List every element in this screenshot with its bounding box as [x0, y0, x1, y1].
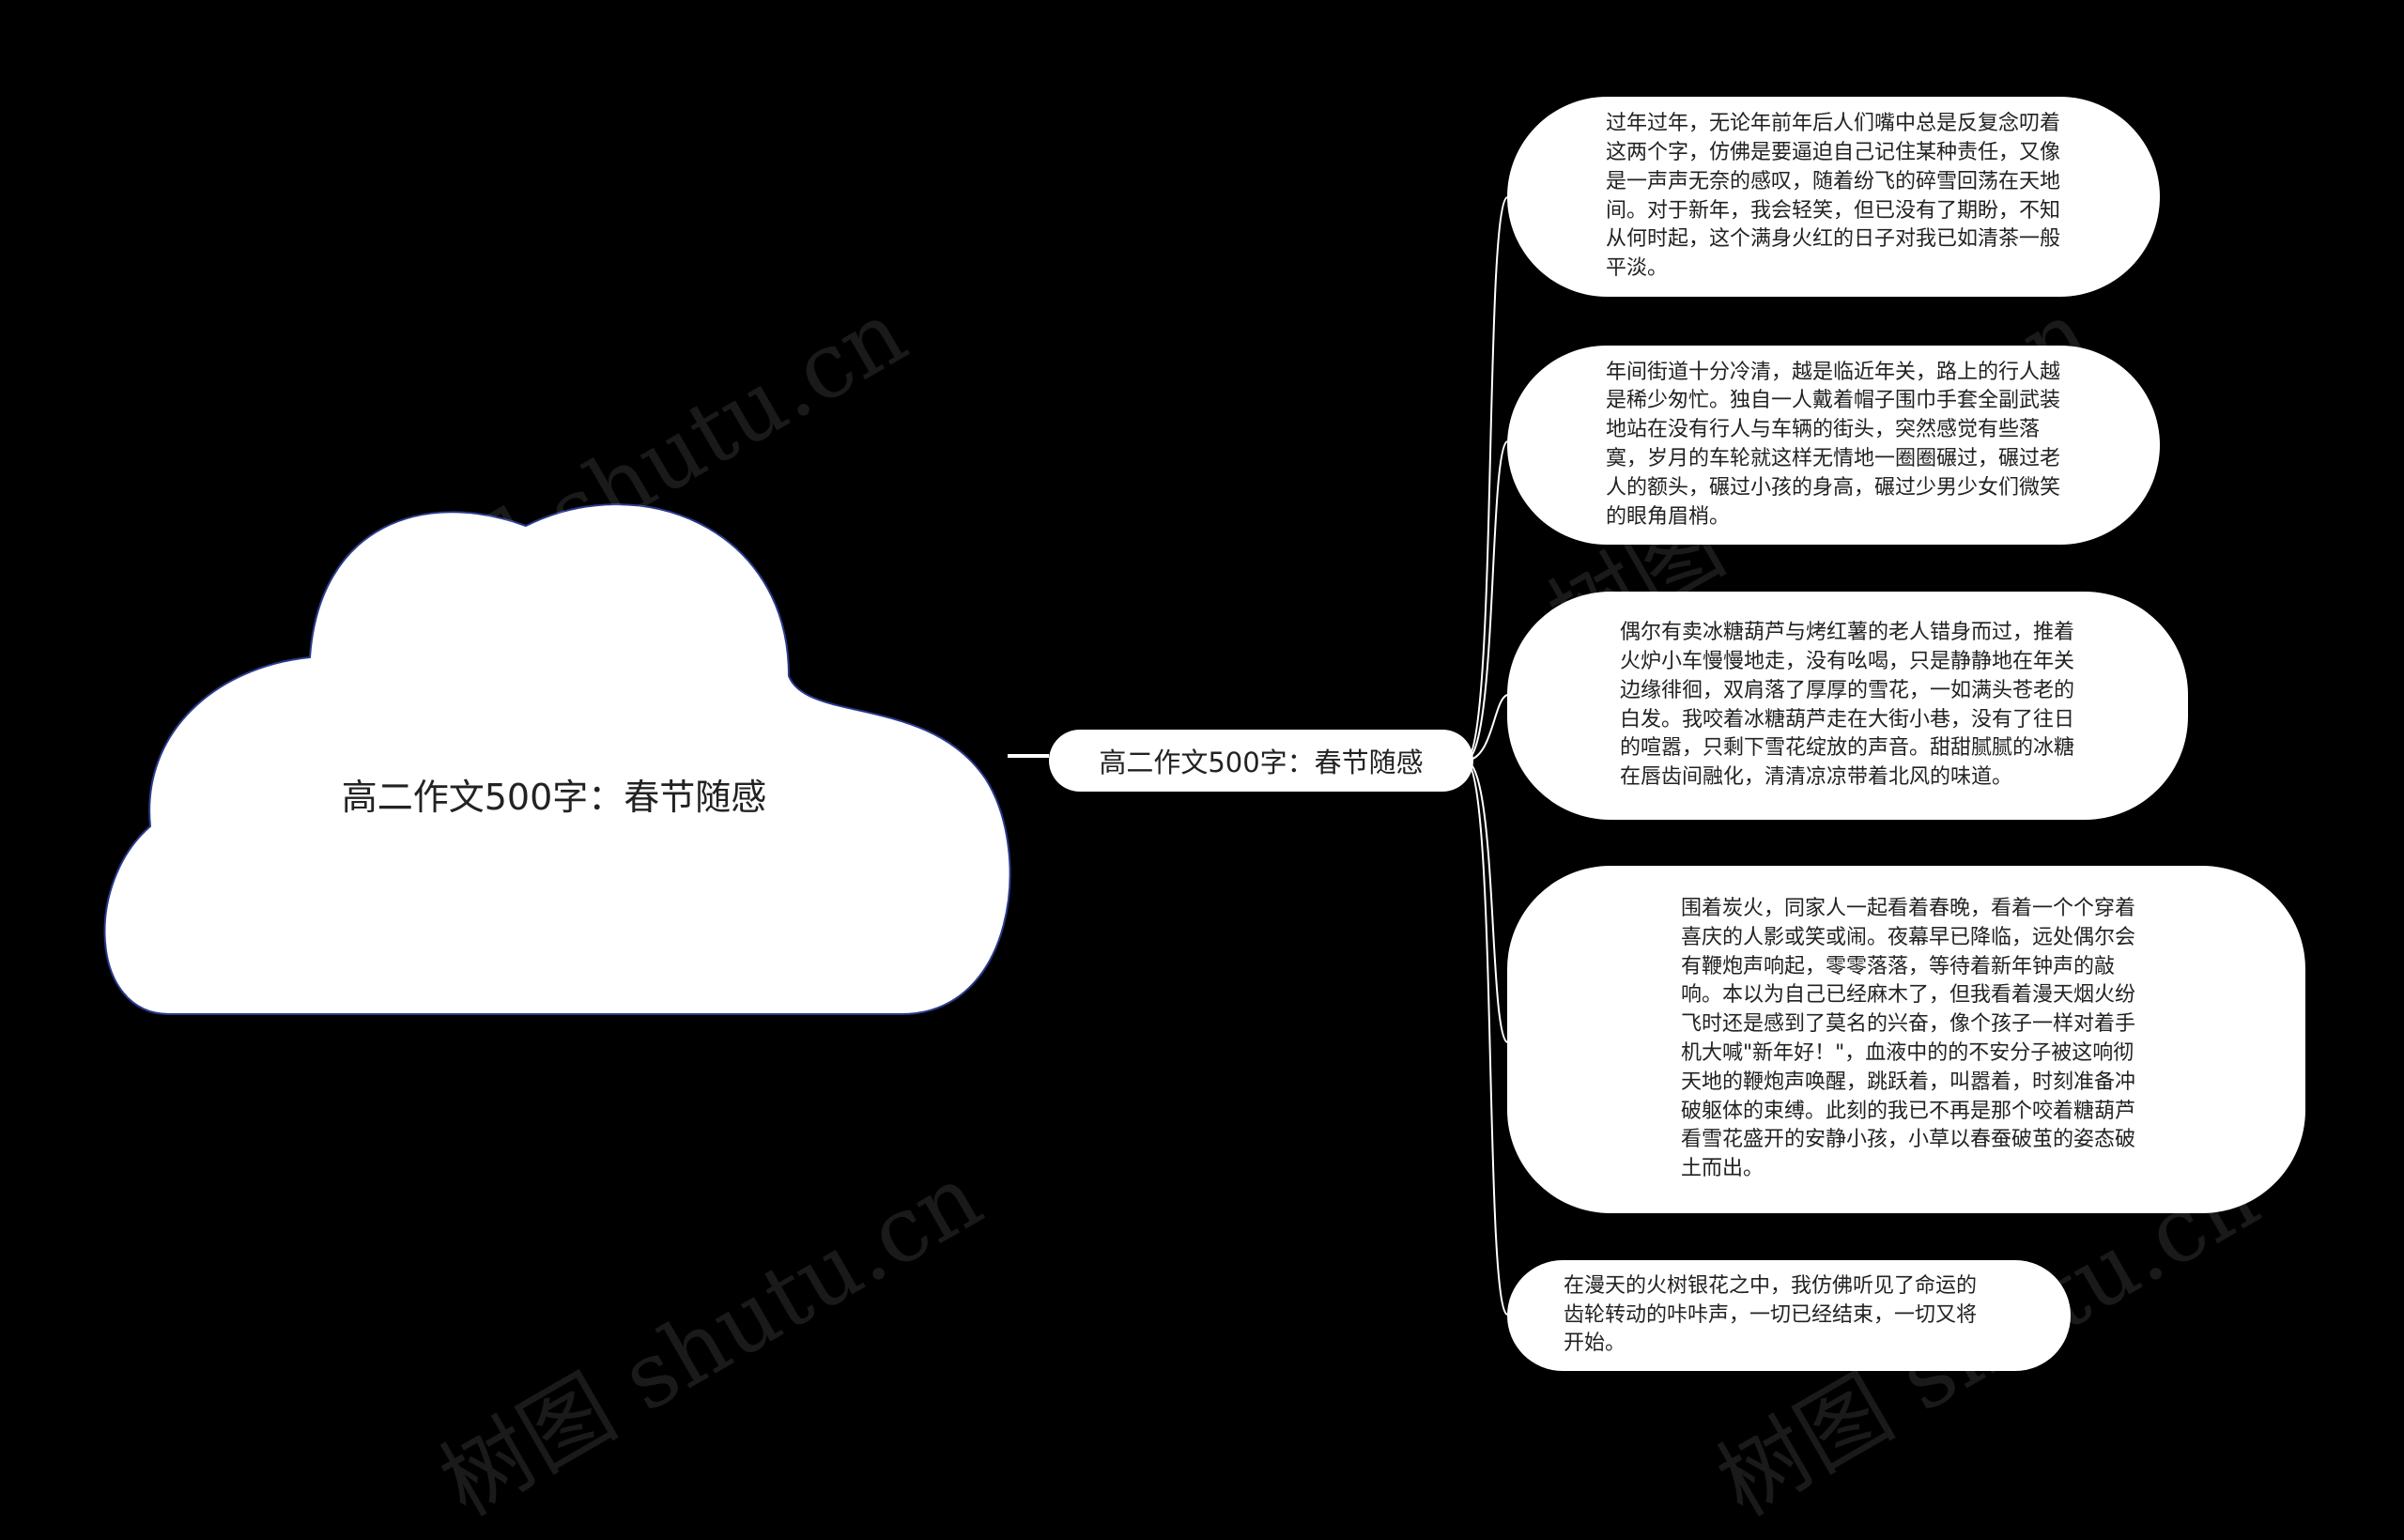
- branch-connector-4: [1464, 760, 1508, 1043]
- branch-text-4: 围着炭火，同家人一起看着春晚，看着一个个穿着喜庆的人影或笑或闹。夜幕早已降临，远…: [1681, 897, 2136, 1181]
- root-cloud[interactable]: [103, 503, 1011, 1015]
- branch-text-2: 年间街道十分冷清，越是临近年关，路上的行人越是稀少匆忙。独自一人戴着帽子围巾手套…: [1606, 360, 2061, 529]
- mindmap-canvas: [103, 196, 1508, 1316]
- branch-connector-1: [1464, 196, 1508, 762]
- branch-text-1: 过年过年，无论年前年后人们嘴中总是反复念叨着这两个字，仿佛是要逼迫自己记住某种责…: [1606, 112, 2061, 281]
- branch-connector-2: [1464, 440, 1508, 762]
- branch-connectors: [1464, 196, 1508, 1316]
- center-node[interactable]: 高二作文500字：春节随感: [1049, 730, 1473, 792]
- root-title: 高二作文500字：春节随感: [341, 777, 767, 818]
- center-node-label: 高二作文500字：春节随感: [1099, 747, 1424, 778]
- branch-node-5[interactable]: 在漫天的火树银花之中，我仿佛听见了命运的齿轮转动的咔咔声，一切已经结束，一切又将…: [1507, 1260, 2071, 1371]
- branch-connector-5: [1464, 760, 1508, 1316]
- branch-node-3[interactable]: 偶尔有卖冰糖葫芦与烤红薯的老人错身而过，推着火炉小车慢慢地走，没有吆喝，只是静静…: [1507, 592, 2188, 820]
- branch-text-5: 在漫天的火树银花之中，我仿佛听见了命运的齿轮转动的咔咔声，一切已经结束，一切又将…: [1564, 1273, 1978, 1356]
- branch-text-3: 偶尔有卖冰糖葫芦与烤红薯的老人错身而过，推着火炉小车慢慢地走，没有吆喝，只是静静…: [1620, 621, 2075, 790]
- branch-node-1[interactable]: 过年过年，无论年前年后人们嘴中总是反复念叨着这两个字，仿佛是要逼迫自己记住某种责…: [1507, 97, 2160, 297]
- branch-node-4[interactable]: 围着炭火，同家人一起看着春晚，看着一个个穿着喜庆的人影或笑或闹。夜幕早已降临，远…: [1507, 866, 2305, 1213]
- branch-node-2[interactable]: 年间街道十分冷清，越是临近年关，路上的行人越是稀少匆忙。独自一人戴着帽子围巾手套…: [1507, 346, 2160, 545]
